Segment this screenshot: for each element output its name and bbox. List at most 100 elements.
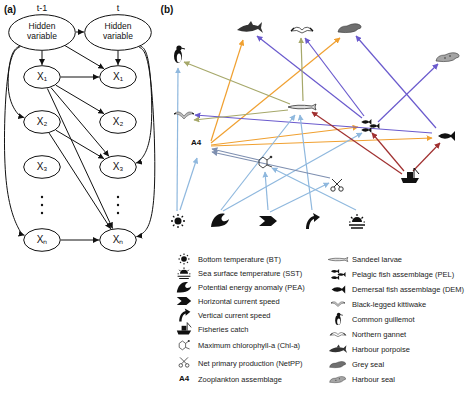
legend-entry: Harbour porpoise <box>352 342 468 357</box>
legend-entry: Pelagic fish assemblage (PEL) <box>352 267 468 282</box>
legend-entry: Sea surface temperature (SST) <box>198 266 318 280</box>
gannet-symbol <box>291 27 313 33</box>
legend-entry: Zooplankton assemblage <box>198 372 318 386</box>
node-text: X₃ <box>37 161 48 173</box>
influence-arrow <box>270 183 329 212</box>
legend-symbol <box>330 377 346 383</box>
influence-arrow <box>257 36 362 118</box>
dependency-arrow <box>61 240 99 241</box>
legend-symbol <box>178 267 191 278</box>
influence-arrow <box>211 40 243 141</box>
ellipse-shape <box>24 66 61 89</box>
legend-text: Bottom temperature (BT) <box>198 255 281 264</box>
legend-entry: Sandeel larvae <box>352 252 468 267</box>
legend-entry: Potential energy anomaly (PEA) <box>198 280 318 294</box>
influence-arrow <box>265 172 268 210</box>
legend-text: Pelagic fish assemblage (PEL) <box>352 270 454 279</box>
pea-symbol <box>211 214 229 227</box>
ellipse-node: Hidden variable <box>8 14 76 51</box>
legend-text: Northern gannet <box>352 330 406 339</box>
legend-symbol <box>179 309 190 322</box>
legend-text: Vertical current speed <box>198 311 271 320</box>
dependency-arrow <box>8 46 24 118</box>
influence-arrow <box>378 64 438 122</box>
legend-entry: Harbour seal <box>352 372 468 387</box>
node-text: Hidden variable <box>96 22 140 42</box>
legend-entry: Horizontal current speed <box>198 294 318 308</box>
dot <box>117 204 119 206</box>
node-text: X₂ <box>37 116 48 128</box>
dot <box>41 212 43 214</box>
chlorophyll-symbol <box>259 156 272 168</box>
panel-label: (b) <box>161 4 174 15</box>
legend-text: Demersal fish assemblage (DEM) <box>352 285 464 294</box>
legend-text: Fisheries catch <box>198 325 248 334</box>
node-text: X₁ <box>37 71 47 83</box>
ellipse-node: X₂ <box>99 110 137 134</box>
legend-text: Harbour seal <box>352 375 395 384</box>
dependency-arrow <box>61 77 99 78</box>
legend-symbol <box>330 333 345 337</box>
legend-text: Harbour porpoise <box>352 345 410 354</box>
influence-arrow <box>301 38 303 101</box>
influence-arrow <box>180 158 197 210</box>
dependency-arrow <box>118 51 119 66</box>
influence-arrow <box>372 133 404 171</box>
ellipse-shape <box>100 229 137 252</box>
node-text: Xₙ <box>37 234 48 246</box>
legend-symbol <box>177 282 191 293</box>
legend-text: Sandeel larvae <box>352 255 402 264</box>
legend-entry: Demersal fish assemblage (DEM) <box>352 282 468 297</box>
legend-symbol <box>332 286 346 294</box>
ellipse-node: X₁ <box>23 65 61 89</box>
influence-arrow <box>184 62 290 104</box>
legend-entry: Common guillemot <box>352 312 468 327</box>
ellipse-shape <box>24 111 61 134</box>
dependency-arrow <box>4 46 24 235</box>
node-text: X₁ <box>113 71 123 83</box>
influence-arrow <box>413 143 440 171</box>
legend-symbol <box>331 302 345 307</box>
fisheries-symbol <box>401 168 419 183</box>
influence-arrow <box>211 127 358 145</box>
node-text: Hidden variable <box>20 22 64 42</box>
node-text: Xₙ <box>113 234 124 246</box>
vertical-current-symbol <box>306 213 320 229</box>
legend-text: Maximum chlorophyll-a (Chl-a) <box>198 341 300 350</box>
dot <box>41 196 43 198</box>
legend-text: Sea surface temperature (SST) <box>198 269 302 278</box>
dependency-arrow <box>49 133 111 229</box>
dependency-arrow <box>136 47 155 237</box>
legend-symbol <box>177 323 191 335</box>
panel-label: (a) <box>4 4 16 15</box>
legend-text: Horizontal current speed <box>198 297 280 306</box>
demersal-fish-symbol <box>438 131 455 141</box>
production-symbol <box>331 179 343 191</box>
legend-symbol <box>330 362 346 368</box>
ellipse-shape <box>85 14 152 50</box>
dependency-arrow <box>65 46 104 69</box>
ellipse-node: X₁ <box>99 65 137 89</box>
legend-text: Grey seal <box>352 360 384 369</box>
ellipsis-dots <box>41 196 119 214</box>
influence-arrow <box>305 38 364 116</box>
legend-icons <box>177 253 348 382</box>
network-icons <box>171 21 459 229</box>
legend-symbol <box>179 357 189 367</box>
ellipse-shape <box>100 111 137 134</box>
node-text: X₃ <box>113 161 124 173</box>
porpoise-symbol <box>237 21 263 33</box>
dependency-arrow <box>42 51 43 66</box>
ellipse-node: X₃ <box>99 155 137 179</box>
ellipse-shape <box>100 156 137 179</box>
dot <box>117 196 119 198</box>
legend-symbol <box>179 340 190 350</box>
sandeel-symbol <box>288 104 316 110</box>
pelagic-fish-symbol <box>361 119 379 133</box>
ellipse-shape <box>9 14 76 50</box>
legend-text: Black-legged kittiwake <box>352 300 426 309</box>
legend-entry: Grey seal <box>352 357 468 372</box>
